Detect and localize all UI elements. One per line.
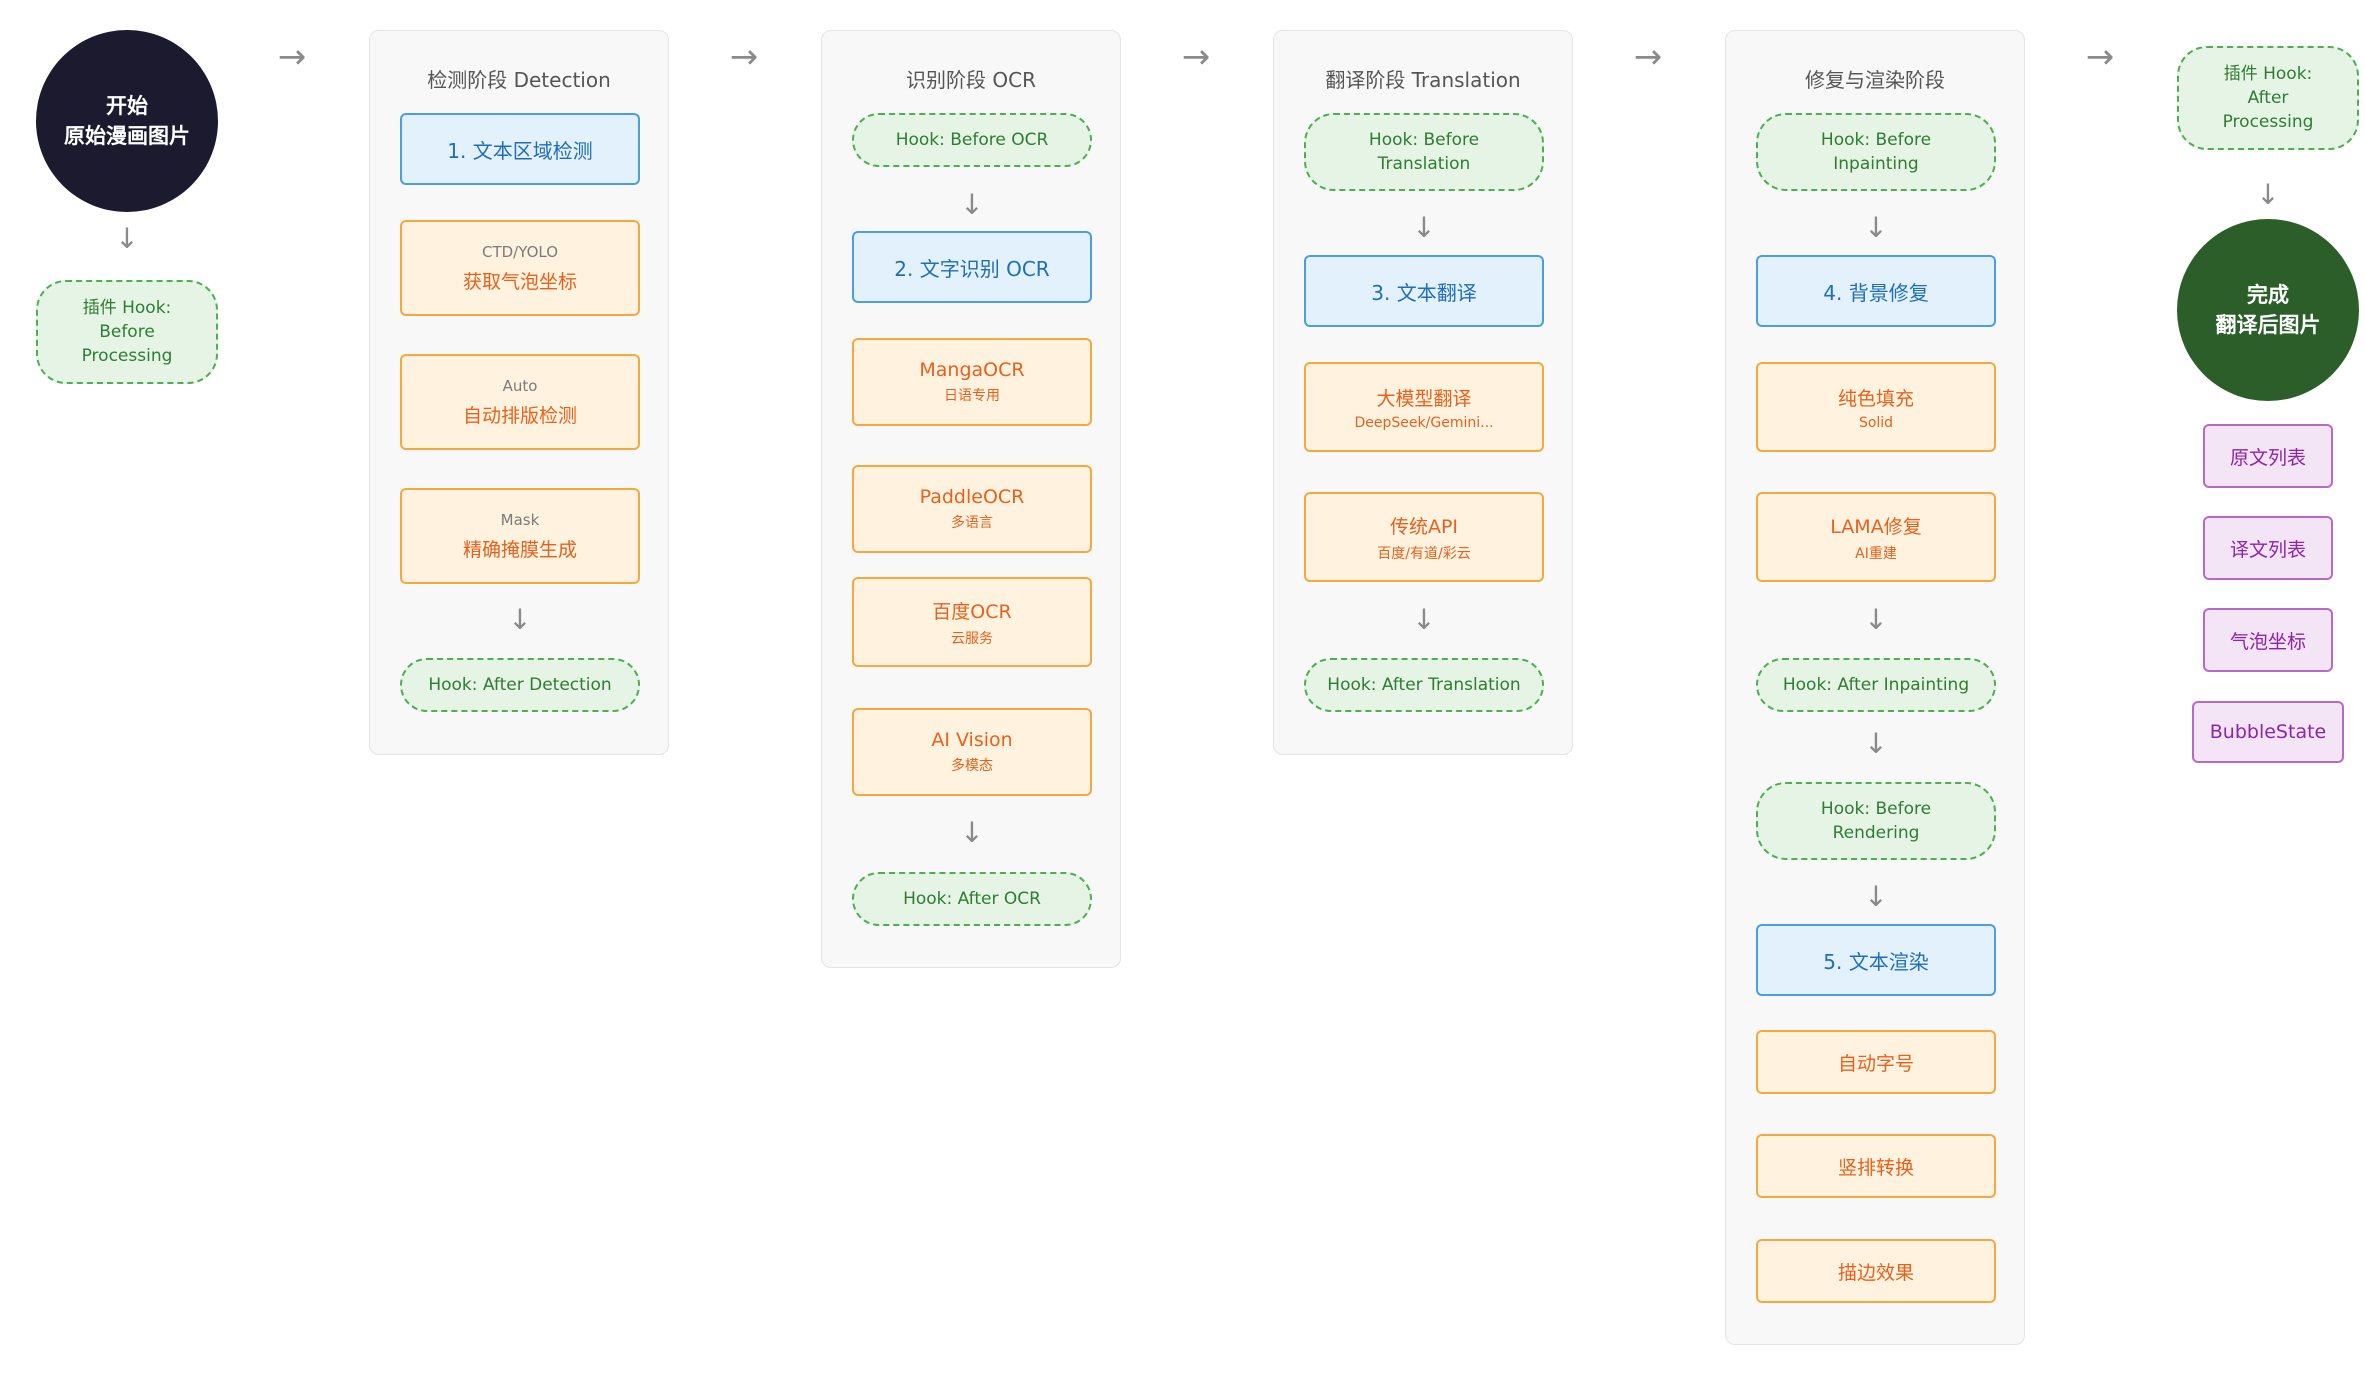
method-sub: 多模态 <box>951 758 993 774</box>
method-solid-fill: 纯色填充 Solid <box>1756 362 1996 452</box>
method-sub: Auto <box>502 376 538 395</box>
start-node: 开始 原始漫画图片 <box>36 30 218 212</box>
arrow-right-5: → <box>2085 37 2115 77</box>
arrow-down-render-1: ↓ <box>1864 211 1888 244</box>
method-sub: Mask <box>500 510 540 529</box>
hook-after-inpainting: Hook: After Inpainting <box>1756 658 1996 712</box>
method-sub: 百度/有道/彩云 <box>1377 545 1471 562</box>
translation-title: 翻译阶段 Translation <box>1325 68 1521 92</box>
method-main: 自动排版检测 <box>462 404 577 427</box>
output-bubblestate: BubbleState <box>2192 701 2344 763</box>
method-sub: CTD/YOLO <box>481 242 559 261</box>
output-translated-text-list: 译文列表 <box>2203 516 2333 580</box>
method-sub: 云服务 <box>951 630 993 647</box>
hook-after-processing: 插件 Hook: After Processing <box>2177 46 2359 150</box>
hook-after-ocr: Hook: After OCR <box>852 872 1092 926</box>
method-llm-translation: 大模型翻译 DeepSeek/Gemini... <box>1304 362 1544 452</box>
arrow-down-start: ↓ <box>115 222 139 255</box>
method-traditional-api: 传统API 百度/有道/彩云 <box>1304 492 1544 582</box>
arrow-right-4: → <box>1633 37 1663 77</box>
method-vertical-conversion: 竖排转换 <box>1756 1134 1996 1198</box>
output-source-text-list: 原文列表 <box>2203 424 2333 488</box>
hook-line: Hook: Before <box>1368 130 1480 150</box>
arrow-down-ocr-1: ↓ <box>960 188 984 221</box>
step-text-detection: 1. 文本区域检测 <box>400 113 640 185</box>
method-lama: LAMA修复 AI重建 <box>1756 492 1996 582</box>
hook-line: After <box>2247 88 2289 108</box>
method-main: 纯色填充 <box>1837 387 1914 410</box>
method-main: 百度OCR <box>932 600 1012 623</box>
hook-before-translation: Hook: Before Translation <box>1304 113 1544 191</box>
hook-line: Translation <box>1377 154 1471 174</box>
method-sub: 日语专用 <box>944 388 1000 404</box>
hook-before-inpainting: Hook: Before Inpainting <box>1756 113 1996 191</box>
end-node: 完成 翻译后图片 <box>2177 219 2359 401</box>
detection-panel: 检测阶段 Detection 1. 文本区域检测 CTD/YOLO 获取气泡坐标… <box>369 30 669 755</box>
render-title: 修复与渲染阶段 <box>1805 68 1945 92</box>
hook-line: Before <box>99 322 155 342</box>
method-sub: Solid <box>1858 414 1894 431</box>
method-main: 大模型翻译 <box>1376 387 1472 410</box>
arrow-right-3: → <box>1181 37 1211 77</box>
method-main: LAMA修复 <box>1830 515 1922 538</box>
arrow-down-translation-2: ↓ <box>1412 603 1436 636</box>
start-label-line1: 开始 <box>106 94 148 118</box>
arrow-right-2: → <box>729 37 759 77</box>
hook-line: Processing <box>81 346 173 366</box>
arrow-down-detection: ↓ <box>508 603 532 636</box>
translation-panel: 翻译阶段 Translation Hook: Before Translatio… <box>1273 30 1573 755</box>
output-bubble-coordinates: 气泡坐标 <box>2203 608 2333 672</box>
ocr-title: 识别阶段 OCR <box>906 68 1036 92</box>
step-ocr: 2. 文字识别 OCR <box>852 231 1092 303</box>
hook-after-translation: Hook: After Translation <box>1304 658 1544 712</box>
method-baidu-ocr: 百度OCR 云服务 <box>852 577 1092 667</box>
method-main: 获取气泡坐标 <box>462 270 577 293</box>
arrow-down-render-2: ↓ <box>1864 603 1888 636</box>
method-paddleocr: PaddleOCR 多语言 <box>852 465 1092 553</box>
hook-line: 插件 Hook: <box>82 298 172 318</box>
method-auto: Auto 自动排版检测 <box>400 354 640 450</box>
method-stroke-effect: 描边效果 <box>1756 1239 1996 1303</box>
method-main: 精确掩膜生成 <box>462 538 577 561</box>
method-ai-vision: AI Vision 多模态 <box>852 708 1092 796</box>
arrow-right-1: → <box>277 37 307 77</box>
method-main: MangaOCR <box>919 359 1025 381</box>
end-label-line2: 翻译后图片 <box>2215 313 2321 337</box>
method-sub: 多语言 <box>951 515 993 531</box>
step-rendering: 5. 文本渲染 <box>1756 924 1996 996</box>
method-main: AI Vision <box>931 729 1013 751</box>
hook-after-detection: Hook: After Detection <box>400 658 640 712</box>
hook-line: 插件 Hook: <box>2223 64 2313 84</box>
ocr-panel: 识别阶段 OCR Hook: Before OCR ↓ 2. 文字识别 OCR … <box>821 30 1121 968</box>
method-ctd-yolo: CTD/YOLO 获取气泡坐标 <box>400 220 640 316</box>
method-main: PaddleOCR <box>919 486 1025 508</box>
hook-before-ocr: Hook: Before OCR <box>852 113 1092 167</box>
method-auto-font-size: 自动字号 <box>1756 1030 1996 1094</box>
start-label-line2: 原始漫画图片 <box>64 124 190 148</box>
method-mask: Mask 精确掩膜生成 <box>400 488 640 584</box>
method-sub: DeepSeek/Gemini... <box>1354 414 1494 431</box>
hook-line: Hook: Before <box>1820 130 1932 150</box>
render-panel: 修复与渲染阶段 Hook: Before Inpainting ↓ 4. 背景修… <box>1725 30 2025 1345</box>
method-mangaocr: MangaOCR 日语专用 <box>852 338 1092 426</box>
end-label-line1: 完成 <box>2247 283 2289 307</box>
detection-title: 检测阶段 Detection <box>427 68 611 92</box>
hook-line: Rendering <box>1832 823 1920 843</box>
hook-before-rendering: Hook: Before Rendering <box>1756 782 1996 860</box>
hook-before-processing: 插件 Hook: Before Processing <box>36 280 218 384</box>
hook-line: Inpainting <box>1833 154 1919 174</box>
hook-line: Processing <box>2222 112 2314 132</box>
arrow-down-translation-1: ↓ <box>1412 211 1436 244</box>
step-translation: 3. 文本翻译 <box>1304 255 1544 327</box>
arrow-down-final: ↓ <box>2256 178 2280 211</box>
method-main: 传统API <box>1389 515 1459 538</box>
hook-line: Hook: Before <box>1820 799 1932 819</box>
arrow-down-ocr-2: ↓ <box>960 816 984 849</box>
step-inpainting: 4. 背景修复 <box>1756 255 1996 327</box>
arrow-down-render-3: ↓ <box>1864 727 1888 760</box>
arrow-down-render-4: ↓ <box>1864 880 1888 913</box>
method-sub: AI重建 <box>1855 545 1897 562</box>
